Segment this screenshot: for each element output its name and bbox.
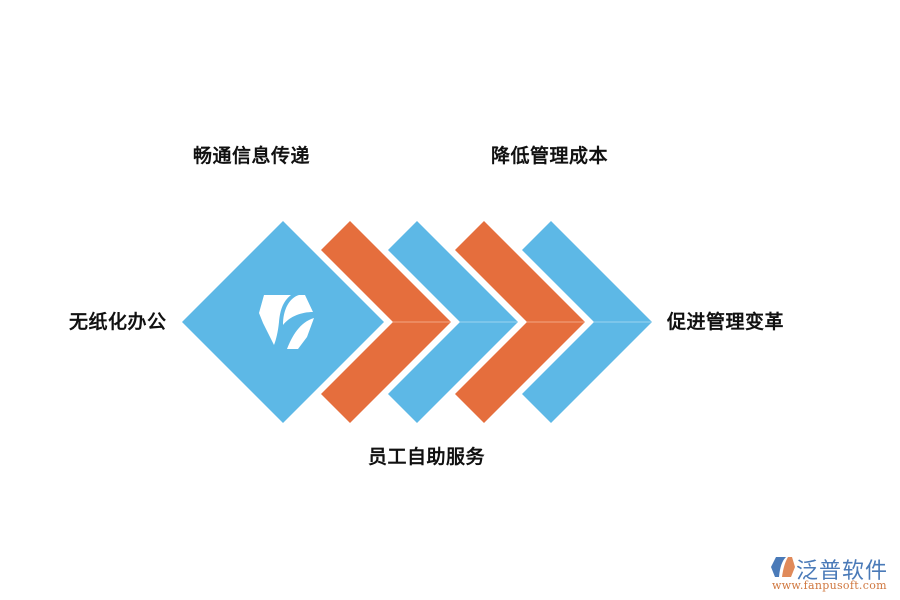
label-promote-mgmt-reform: 促进管理变革 xyxy=(667,311,785,333)
label-paperless-office: 无纸化办公 xyxy=(69,311,167,333)
label-employee-self-service: 员工自助服务 xyxy=(368,446,486,468)
chevron-2 xyxy=(388,221,518,423)
label-smooth-info-flow: 畅通信息传递 xyxy=(193,145,311,167)
brand-url: www.fanpusoft.com xyxy=(772,579,887,592)
chevron-1 xyxy=(321,221,451,423)
brand-name: 泛普软件 xyxy=(796,559,889,584)
brand-logo-icon xyxy=(771,557,795,577)
label-reduce-mgmt-cost: 降低管理成本 xyxy=(491,145,609,167)
watermark: 泛普软件 www.fanpusoft.com xyxy=(768,553,898,593)
chevron-4 xyxy=(522,221,652,423)
center-diamond xyxy=(182,221,384,423)
fanpu-logo-icon xyxy=(259,295,314,349)
chevron-3 xyxy=(455,221,585,423)
